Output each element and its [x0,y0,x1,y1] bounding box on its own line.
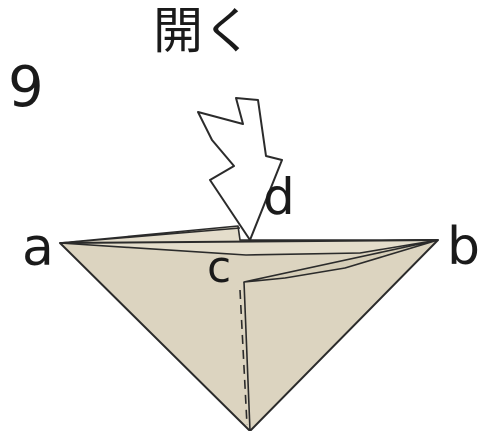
inner-crease [243,281,251,432]
down-arrow-outline-icon [197,97,283,241]
instruction-label: 開く [153,2,253,60]
point-b-label: b [447,217,481,277]
point-d-label: d [263,168,295,226]
step-number: 9 [8,55,44,120]
top-edge-line-2 [59,227,241,244]
top-edge-line-1 [59,239,439,244]
center-dashed-line [239,289,248,426]
right-flap [243,239,439,283]
point-c-label: c [207,242,232,293]
point-a-label: a [22,218,54,278]
